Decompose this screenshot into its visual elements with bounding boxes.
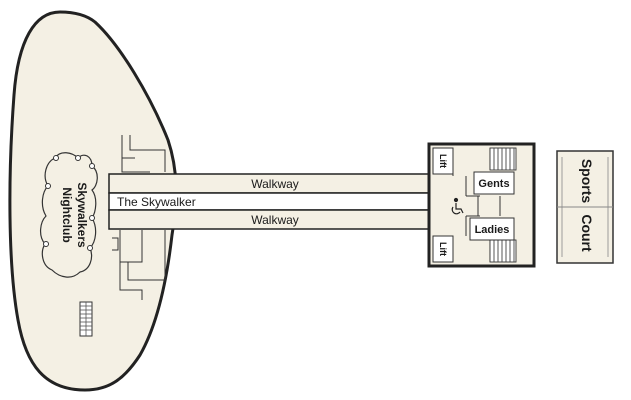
hull-room-upper bbox=[121, 135, 166, 173]
sports-court-label-line1: Sports bbox=[579, 159, 595, 204]
nightclub-label-line2: Nightclub bbox=[60, 187, 74, 242]
nightclub-deck-outline bbox=[8, 10, 178, 392]
wheelchair-icon bbox=[451, 197, 464, 215]
lift-bottom-label: Lift bbox=[438, 242, 448, 256]
sports-court-label-line2: Court bbox=[579, 214, 595, 252]
stairs-top bbox=[489, 147, 517, 171]
ladies-room bbox=[469, 217, 515, 241]
gents-label: Gents bbox=[478, 178, 509, 190]
vent-grille-lines bbox=[80, 302, 92, 336]
walkway-top-label: Walkway bbox=[251, 177, 299, 191]
nightclub-label-line1: Skywalkers bbox=[75, 182, 89, 248]
gents-room bbox=[473, 171, 515, 195]
stairs-bottom bbox=[489, 239, 517, 263]
skywalker-label: The Skywalker bbox=[117, 195, 196, 209]
ladies-label: Ladies bbox=[475, 224, 510, 236]
lift-top-label: Lift bbox=[438, 154, 448, 168]
walkway-bottom-label: Walkway bbox=[251, 213, 299, 227]
hull-room-lower bbox=[112, 230, 166, 300]
